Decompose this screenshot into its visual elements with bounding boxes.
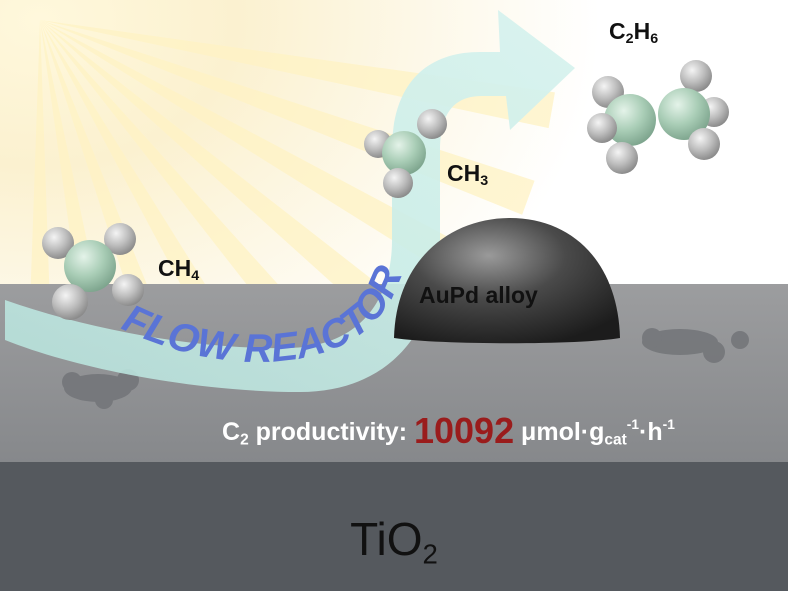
molecule-shadows	[62, 328, 749, 409]
ch3-molecule	[364, 109, 447, 198]
productivity-statement: C2 productivity: 10092 μmol·gcat-1·h-1	[222, 410, 675, 451]
aupd-alloy-label: AuPd alloy	[419, 282, 538, 308]
c2h6-label: C2H6	[609, 18, 659, 47]
aupd-alloy-dome	[394, 218, 620, 344]
flow-arrow	[5, 10, 575, 392]
ch3-label: CH3	[447, 160, 489, 189]
tio2-label: TiO2	[350, 513, 438, 570]
ch4-molecule	[42, 223, 144, 320]
sun-ray	[40, 20, 500, 296]
ch4-label: CH4	[158, 255, 200, 284]
sun-ray	[40, 20, 450, 368]
productivity-value: 10092	[413, 410, 515, 451]
tio2-substrate	[0, 462, 788, 591]
c2h6-molecule	[587, 60, 729, 174]
